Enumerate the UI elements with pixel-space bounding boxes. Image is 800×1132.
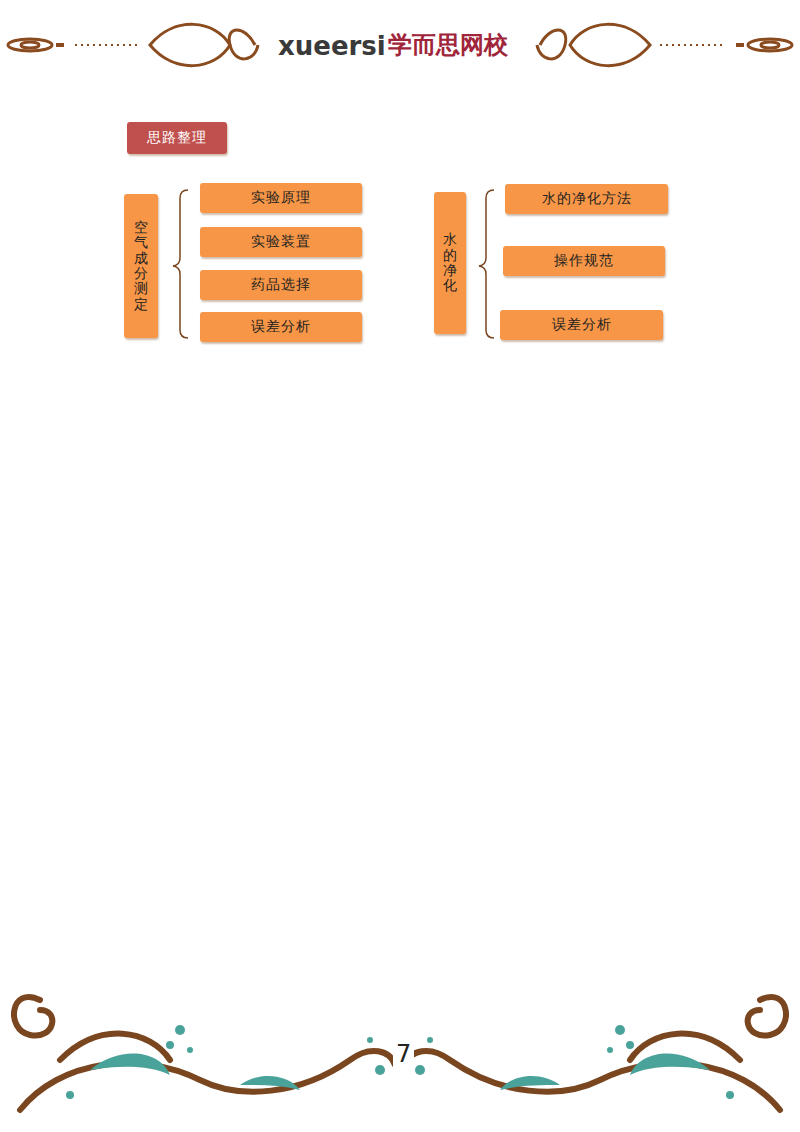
point-box: 水的净化方法	[505, 184, 668, 214]
point-box: 操作规范	[503, 246, 665, 276]
node-text: 实验原理	[251, 189, 311, 207]
node-text: 药品选择	[251, 276, 311, 294]
point-box: 误差分析	[500, 310, 663, 340]
node-text: 误差分析	[552, 316, 612, 334]
point-box: 实验原理	[200, 183, 362, 213]
node-text: 实验装置	[251, 233, 311, 251]
point-box: 药品选择	[200, 270, 362, 300]
logo-text: xueersi	[275, 31, 389, 62]
header-ornament	[8, 24, 792, 65]
footer-swirls	[14, 997, 786, 1110]
point-box: 实验装置	[200, 227, 362, 257]
node-text: 空气成分测定	[134, 220, 148, 312]
node-text: 水的净化方法	[542, 190, 632, 208]
node-text: 误差分析	[251, 318, 311, 336]
footer-teal	[66, 1025, 734, 1099]
node-text: 操作规范	[554, 252, 614, 270]
heading-box: 思路整理	[127, 122, 227, 154]
node-text: 思路整理	[147, 129, 207, 147]
point-box: 误差分析	[200, 312, 362, 342]
topic-box: 空气成分测定	[124, 194, 158, 338]
page-number: 7	[393, 1040, 414, 1069]
logo-chinese: 学而思网校	[385, 31, 511, 60]
node-text: 水的净化	[443, 232, 457, 294]
topic-box: 水的净化	[434, 192, 466, 334]
